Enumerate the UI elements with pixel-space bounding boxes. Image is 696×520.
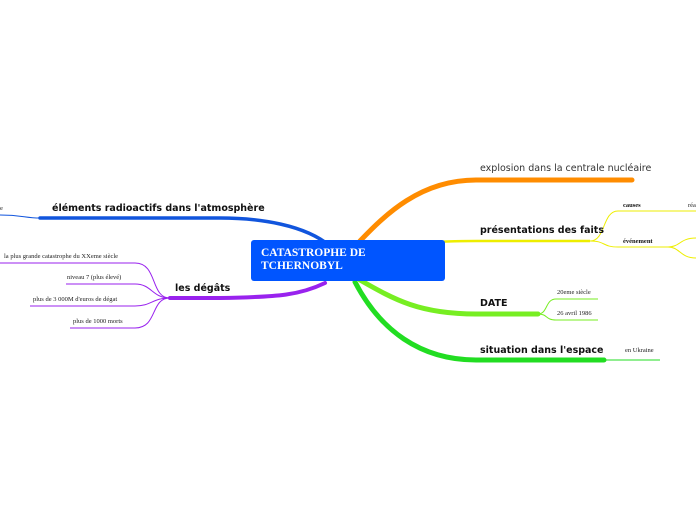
topic-degats[interactable]: les dégâts <box>175 283 231 294</box>
connector-degats-1 <box>0 262 171 299</box>
subtopic-degats-4[interactable]: plus de 1000 morts <box>73 318 123 325</box>
connector-date <box>357 277 541 317</box>
topic-date[interactable]: DATE <box>480 298 508 309</box>
connector-degats-2 <box>66 283 171 299</box>
connector-degats-4 <box>70 297 171 329</box>
central-topic-line1: CATASTROPHE DE <box>261 247 366 259</box>
connector-evenement <box>589 240 668 248</box>
connector-situation <box>352 279 607 363</box>
connector-degats <box>168 281 327 300</box>
subtopic-date-century[interactable]: 20eme siècle <box>557 289 591 296</box>
connector-elements <box>38 216 332 248</box>
subtopic-degats-3[interactable]: plus de 3 000M d'euros de dégat <box>33 296 118 303</box>
subtopic-degats-2[interactable]: niveau 7 (plus élevé) <box>67 274 122 281</box>
connector-date-century <box>537 298 598 315</box>
subtopic-elements-child[interactable]: e <box>0 205 3 212</box>
subtopic-situation-child[interactable]: en Ukraine <box>625 347 654 354</box>
central-topic-line2: TCHERNOBYL <box>261 260 343 272</box>
topic-explosion[interactable]: explosion dans la centrale nucléaire <box>480 163 652 174</box>
topic-presentation[interactable]: présentations des faits <box>480 225 604 236</box>
topic-elements[interactable]: éléments radioactifs dans l'atmosphère <box>52 203 265 214</box>
subtopic-causes-child[interactable]: réa <box>688 202 696 209</box>
subtopic-causes[interactable]: causes <box>623 202 641 209</box>
topic-situation[interactable]: situation dans l'espace <box>480 345 604 356</box>
connector-explosion <box>357 177 635 244</box>
subtopic-evenement[interactable]: événement <box>623 238 653 245</box>
connector-date-day <box>537 313 598 321</box>
central-topic[interactable]: CATASTROPHE DE TCHERNOBYL <box>251 240 445 281</box>
connector-causes <box>589 210 696 242</box>
subtopic-degats-1[interactable]: la plus grande catastrophe du XXeme sièc… <box>4 253 119 260</box>
subtopic-date-day[interactable]: 26 avril 1986 <box>557 310 592 317</box>
